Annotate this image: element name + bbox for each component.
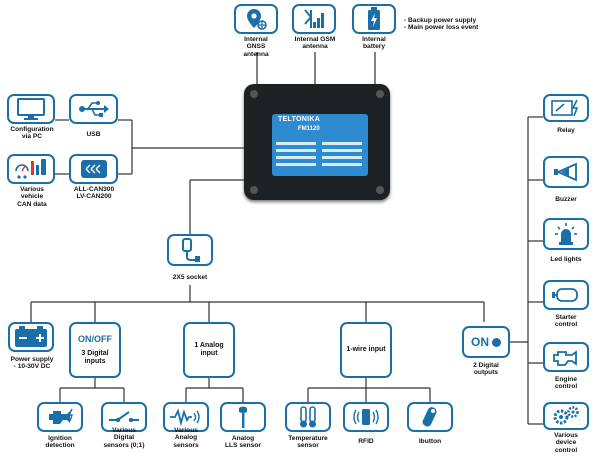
vehicle-gauges-icon (15, 159, 46, 179)
power-supply-label: Power supply - 10-30V DC (10, 356, 54, 371)
digital-outputs-box: ON (462, 326, 510, 358)
battery-box (352, 4, 396, 34)
buzzer-icon (554, 162, 577, 182)
various-device-box (543, 402, 589, 430)
gears-icon (553, 406, 579, 425)
engine-control-icon (553, 350, 577, 366)
monitor-icon (17, 98, 45, 120)
ibutton-key-icon (422, 407, 437, 427)
temperature-box (285, 402, 331, 432)
buzzer-label: Buzzer (555, 196, 577, 203)
device-brand: TELTONIKA (278, 116, 321, 123)
device-label (272, 114, 368, 176)
relay-box (543, 94, 589, 122)
rfid-icon (353, 409, 379, 425)
allcan-box (69, 154, 118, 184)
on-toggle-icon: ON (471, 335, 501, 349)
can-data-label: Various vehicle CAN data (17, 186, 47, 208)
gsm-antenna-box (292, 4, 336, 34)
lls-box (220, 402, 266, 432)
rfid-box (343, 402, 389, 432)
starter-motor-icon (552, 288, 578, 302)
lls-label: Analog LLS sensor (225, 435, 261, 450)
digital-sensors-box (101, 402, 147, 432)
battery-terminals-icon (15, 326, 47, 347)
plug-icon (182, 238, 200, 262)
ignition-box (37, 402, 83, 432)
usb-box (69, 94, 118, 124)
onewire-label: 1-wire input (346, 345, 386, 353)
relay-label: Relay (557, 127, 575, 134)
usb-icon (78, 101, 109, 117)
digital-sensors-label: Various Digital sensors (0;1) (103, 427, 145, 449)
battery-notes: - Backup power supply - Main power loss … (404, 17, 479, 32)
signal-bars-icon (304, 9, 324, 28)
engine-label: Engine control (554, 376, 578, 391)
on-text: ON (471, 335, 489, 349)
battery-icon (368, 7, 380, 30)
led-box (543, 218, 589, 250)
rfid-label: RFID (358, 438, 374, 445)
fuel-probe-icon (239, 406, 247, 428)
relay-icon (551, 99, 579, 117)
pc-label: Configuration via PC (10, 126, 54, 141)
analog-input-box: 1 Analog input (183, 322, 235, 378)
ignition-label: Ignition detection (45, 435, 75, 450)
can-data-box (7, 154, 55, 184)
digital-inputs-box: ON/OFF 3 Digital inputs (69, 322, 121, 378)
ibutton-box (407, 402, 453, 432)
analog-input-label: 1 Analog input (194, 341, 224, 357)
starter-box (543, 280, 589, 310)
gsm-antenna-label: Internal GSM antenna (294, 36, 336, 51)
digital-inputs-label: 3 Digital inputs (81, 349, 109, 365)
waveform-icon (170, 408, 200, 426)
analog-sensors-label: Various Analog sensors (173, 427, 199, 449)
gnss-antenna-box (234, 4, 278, 34)
socket-box (167, 234, 213, 266)
ibutton-label: Ibutton (418, 438, 442, 445)
buzzer-box (543, 156, 589, 188)
power-supply-box (8, 322, 54, 352)
beacon-light-icon (555, 223, 577, 245)
onewire-box: 1-wire input (340, 322, 392, 378)
battery-label: Internal battery (362, 36, 386, 51)
starter-label: Starter control (554, 314, 578, 329)
gps-pin-icon (247, 9, 267, 30)
gnss-antenna-label: Internal GNSS antenna (243, 36, 269, 58)
thermometer-icon (300, 406, 316, 428)
socket-label: 2X5 socket (172, 274, 208, 281)
allcan-label: ALL-CAN300 LV-CAN200 (73, 186, 115, 201)
various-device-label: Various device control (554, 432, 578, 454)
engine-icon (49, 408, 73, 424)
device-model: FM1120 (298, 126, 320, 132)
analog-sensors-box (163, 402, 209, 432)
switch-icon (109, 411, 139, 423)
can-adapter-icon (80, 160, 107, 178)
engine-box (543, 342, 589, 372)
pc-box (7, 94, 55, 124)
onoff-title: ON/OFF (78, 333, 112, 344)
led-label: Led lights (550, 256, 582, 263)
tracker-device: TELTONIKA FM1120 (244, 84, 390, 200)
digital-outputs-label: 2 Digital outputs (473, 362, 499, 377)
temperature-label: Temperature sensor (288, 435, 328, 450)
usb-label: USB (86, 131, 101, 138)
